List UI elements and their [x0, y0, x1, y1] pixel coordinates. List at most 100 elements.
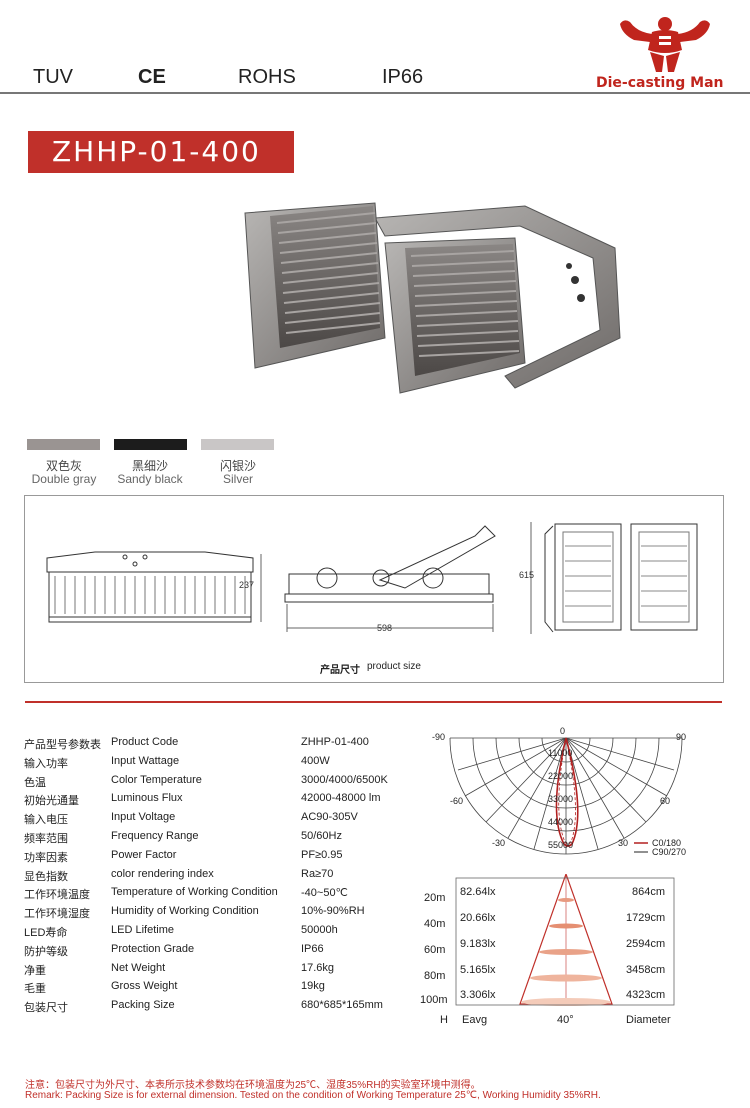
- dim-caption-en: product size: [367, 661, 421, 672]
- swatch-label-cn: 闪银沙: [219, 459, 256, 473]
- dim-width: 615: [519, 570, 535, 580]
- brand-logo-icon: [612, 10, 722, 81]
- ill-eavg: 20.66lx: [460, 912, 496, 924]
- illuminance-cone: 20m 82.64lx 864cm 40m 20.66lx 1729cm 60m…: [420, 874, 710, 1034]
- spec-label-en: color rendering index: [111, 867, 214, 880]
- spec-label-en: Luminous Flux: [111, 792, 183, 805]
- spec-label-cn: 输入电压: [24, 814, 68, 827]
- brand-name: Die-casting Man: [596, 75, 724, 91]
- ill-eavg: 9.183lx: [460, 938, 496, 950]
- header-divider: [0, 92, 750, 94]
- spec-label-en: Gross Weight: [111, 980, 178, 993]
- spec-label-cn: 净重: [24, 964, 46, 977]
- spec-label-en: Input Voltage: [111, 811, 176, 824]
- section-divider: [25, 701, 722, 703]
- model-title: ZHHP-01-400: [52, 135, 261, 168]
- spec-label-en: Humidity of Working Condition: [111, 905, 259, 918]
- dim-height: 237: [239, 580, 255, 590]
- spec-label-cn: 色温: [24, 776, 46, 789]
- swatch-label-en: Sandy black: [117, 472, 183, 486]
- polar-legend-item: C0/180: [652, 838, 682, 848]
- ill-diameter: 4323cm: [626, 989, 666, 1001]
- swatch-label-en: Double gray: [31, 472, 97, 486]
- spec-value: 400W: [301, 754, 330, 767]
- spec-label-cn: 初始光通量: [24, 795, 79, 808]
- swatch-label-cn: 黑细沙: [131, 459, 168, 473]
- ill-eavg: 3.306lx: [460, 989, 496, 1001]
- polar-intensity: 55000: [548, 840, 574, 850]
- ill-height: 60m: [424, 944, 446, 956]
- ill-footer-diameter: Diameter: [626, 1014, 671, 1026]
- spec-label-cn: 包装尺寸: [24, 1002, 68, 1015]
- swatch-double-gray: [27, 439, 100, 450]
- ill-footer-angle: 40°: [557, 1014, 574, 1026]
- ill-diameter: 2594cm: [626, 938, 666, 950]
- product-image: [225, 188, 625, 408]
- spec-value: 17.6kg: [301, 961, 335, 974]
- polar-angle: 0: [560, 726, 566, 736]
- spec-value: 50000h: [301, 924, 338, 936]
- ill-eavg: 82.64lx: [460, 886, 496, 898]
- polar-intensity: 11000: [548, 748, 573, 758]
- ill-eavg: 5.165lx: [460, 964, 496, 976]
- polar-intensity: 33000: [548, 794, 574, 804]
- spec-value: AC90-305V: [301, 811, 358, 824]
- ill-height: 20m: [424, 892, 446, 904]
- spec-value: PF≥0.95: [301, 848, 343, 861]
- spec-label-cn: LED寿命: [24, 927, 68, 939]
- polar-angle: 30: [618, 838, 629, 848]
- cert-ce: CE: [138, 66, 166, 88]
- spec-label-en: Frequency Range: [111, 830, 199, 842]
- swatch-silver: [201, 439, 274, 450]
- ill-diameter: 3458cm: [626, 964, 666, 976]
- cert-tuv: TUV: [33, 66, 73, 88]
- spec-value: Ra≥70: [301, 867, 334, 880]
- ill-footer-h: H: [440, 1014, 448, 1026]
- spec-label-cn: 频率范围: [24, 833, 68, 845]
- spec-value: -40~50℃: [301, 887, 348, 900]
- swatch-label-cn: 双色灰: [45, 459, 82, 473]
- ill-height: 40m: [424, 918, 446, 930]
- spec-label-en: LED Lifetime: [111, 924, 174, 936]
- polar-angle: 90: [676, 732, 687, 742]
- dim-caption-cn: 产品尺寸: [320, 665, 360, 676]
- swatch-sandy-black: [114, 439, 187, 450]
- dimension-drawing-panel: 237 598 615 产品尺寸 product size: [24, 495, 724, 683]
- polar-angle: -30: [492, 838, 506, 848]
- spec-label-cn: 防护等级: [24, 945, 68, 958]
- note-cn: 注意：包装尺寸为外尺寸、本表所示技术参数均在环境温度为25℃、湿度35%RH的实…: [25, 1080, 481, 1091]
- spec-label-cn: 功率因素: [24, 851, 68, 864]
- spec-label-cn: 输入功率: [24, 757, 68, 770]
- polar-diagram: -90 90 -60 60 -30 30 0 11000 22000 33000…: [430, 724, 740, 869]
- spec-label-en: Temperature of Working Condition: [111, 886, 278, 899]
- spec-value: 3000/4000/6500K: [301, 773, 388, 786]
- ill-height: 100m: [420, 994, 448, 1006]
- cert-ip66: IP66: [382, 66, 424, 88]
- spec-label-cn: 显色指数: [24, 870, 68, 883]
- polar-angle: -60: [450, 796, 464, 806]
- polar-angle: 60: [660, 796, 671, 806]
- ill-footer-eavg: Eavg: [462, 1014, 488, 1026]
- spec-label-cn: 工作环境温度: [24, 889, 90, 902]
- cert-rohs: ROHS: [238, 66, 296, 88]
- spec-value: 19kg: [301, 980, 325, 993]
- spec-label-en: Net Weight: [111, 961, 166, 974]
- note-en: Remark: Packing Size is for external dim…: [25, 1090, 601, 1101]
- spec-value: 50/60Hz: [301, 830, 342, 842]
- polar-legend-item: C90/270: [652, 847, 687, 857]
- polar-intensity: 22000: [548, 771, 574, 781]
- spec-value: 42000-48000 lm: [301, 792, 381, 805]
- polar-intensity: 44000: [548, 817, 574, 827]
- spec-label-en: Packing Size: [111, 999, 175, 1012]
- spec-value: ZHHP-01-400: [301, 736, 369, 748]
- spec-label-en: Input Wattage: [111, 754, 180, 767]
- spec-label-en: Product Code: [111, 736, 179, 748]
- spec-label-en: Power Factor: [111, 848, 177, 861]
- dim-length: 598: [377, 623, 393, 633]
- spec-label-cn: 毛重: [24, 983, 46, 996]
- ill-diameter: 1729cm: [626, 912, 666, 924]
- swatch-label-en: Silver: [222, 472, 253, 486]
- spec-label-cn: 工作环境湿度: [24, 908, 90, 921]
- spec-label-en: Protection Grade: [111, 942, 195, 955]
